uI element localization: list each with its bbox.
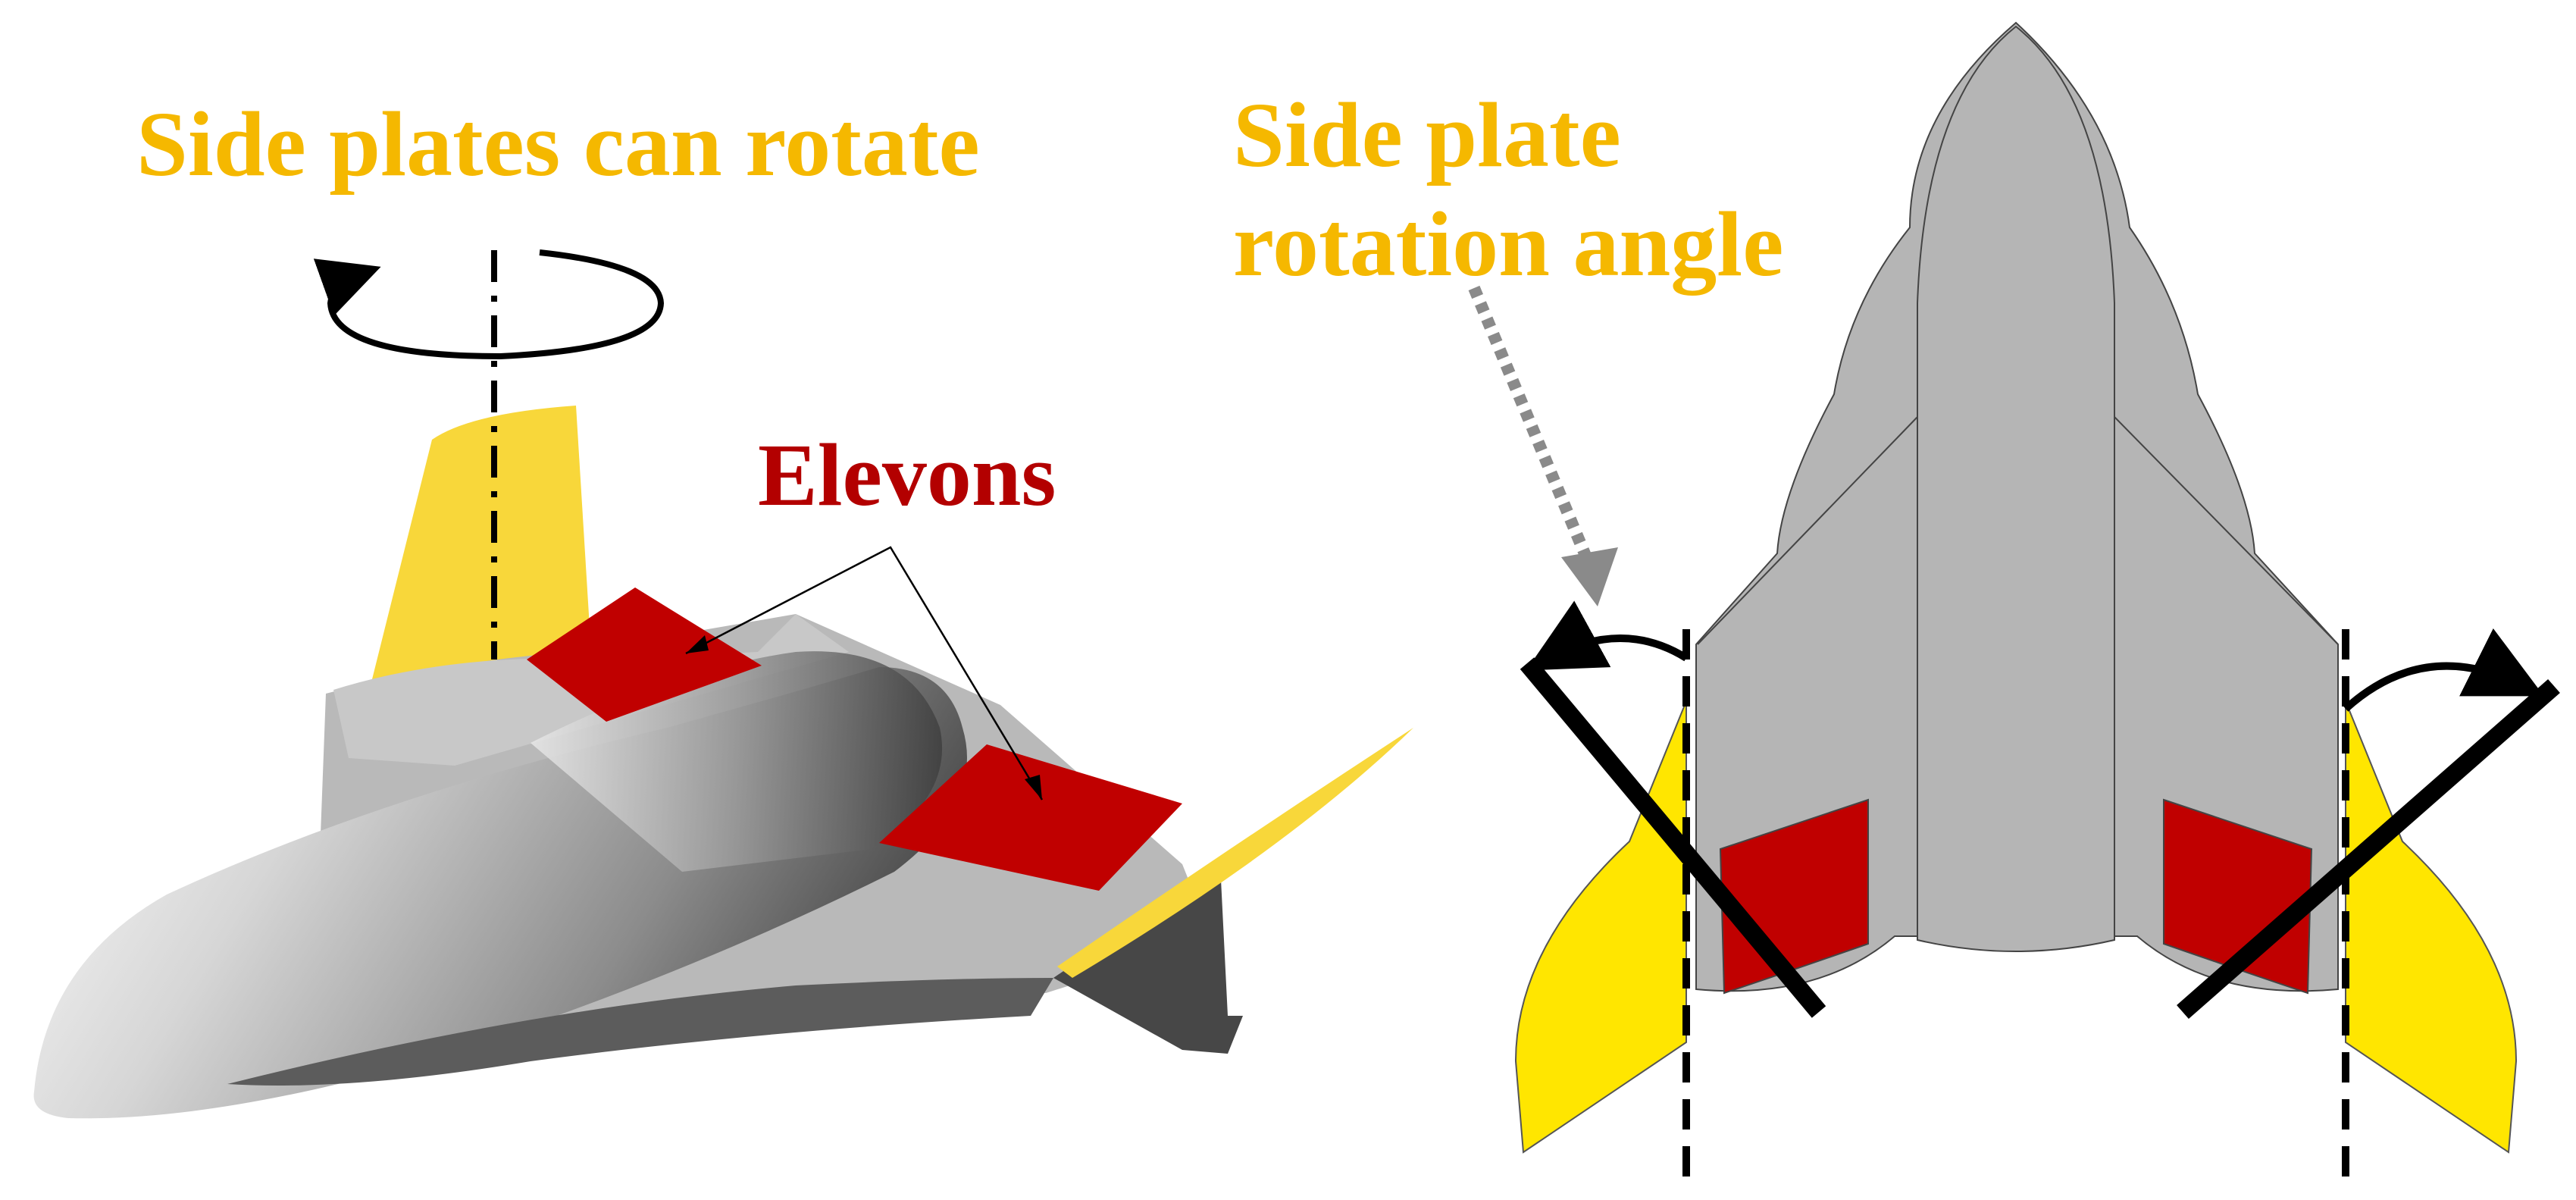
rotated-plate-bar-left [1520,657,1826,1018]
side-plate-blade-3d [1057,728,1413,978]
elevon-right-3d [879,744,1182,891]
vehicle-3d [33,249,1413,1119]
tail-block-3d [1053,864,1243,1054]
wing-crease-right [2114,416,2339,645]
angle-pointer-line [1468,285,1594,564]
fuselage-top [1917,25,2115,952]
angle-arc-left [1526,600,1689,671]
label-side-plates-can-rotate: Side plates can rotate [136,93,980,196]
angle-pointer-arrowhead [1561,547,1618,606]
label-side-plate-rotation-angle-line2: rotation angle [1233,193,1784,296]
side-plate-fin-3d [371,406,591,682]
label-elevons: Elevons [758,425,1056,525]
elevon-right-top [2163,798,2313,995]
side-plate-right-top [2345,700,2518,1154]
rotated-plate-bar-right [2177,678,2560,1020]
label-side-plate-rotation-angle-line1: Side plate [1233,84,1621,186]
elevon-pointer-lines [685,546,1044,801]
elevon-left-3d [527,587,762,722]
rotation-arrow-icon [313,249,665,360]
wing-crease-left [1697,416,1918,645]
elevon-pointer-arrowhead-right [1025,775,1042,800]
vehicle-top-view [1468,21,2560,1190]
angle-arc-right [2343,628,2544,712]
lower-body-3d [227,978,1053,1086]
elevon-pointer-arrowhead-left [686,635,709,653]
side-plate-left-top [1514,700,1687,1154]
